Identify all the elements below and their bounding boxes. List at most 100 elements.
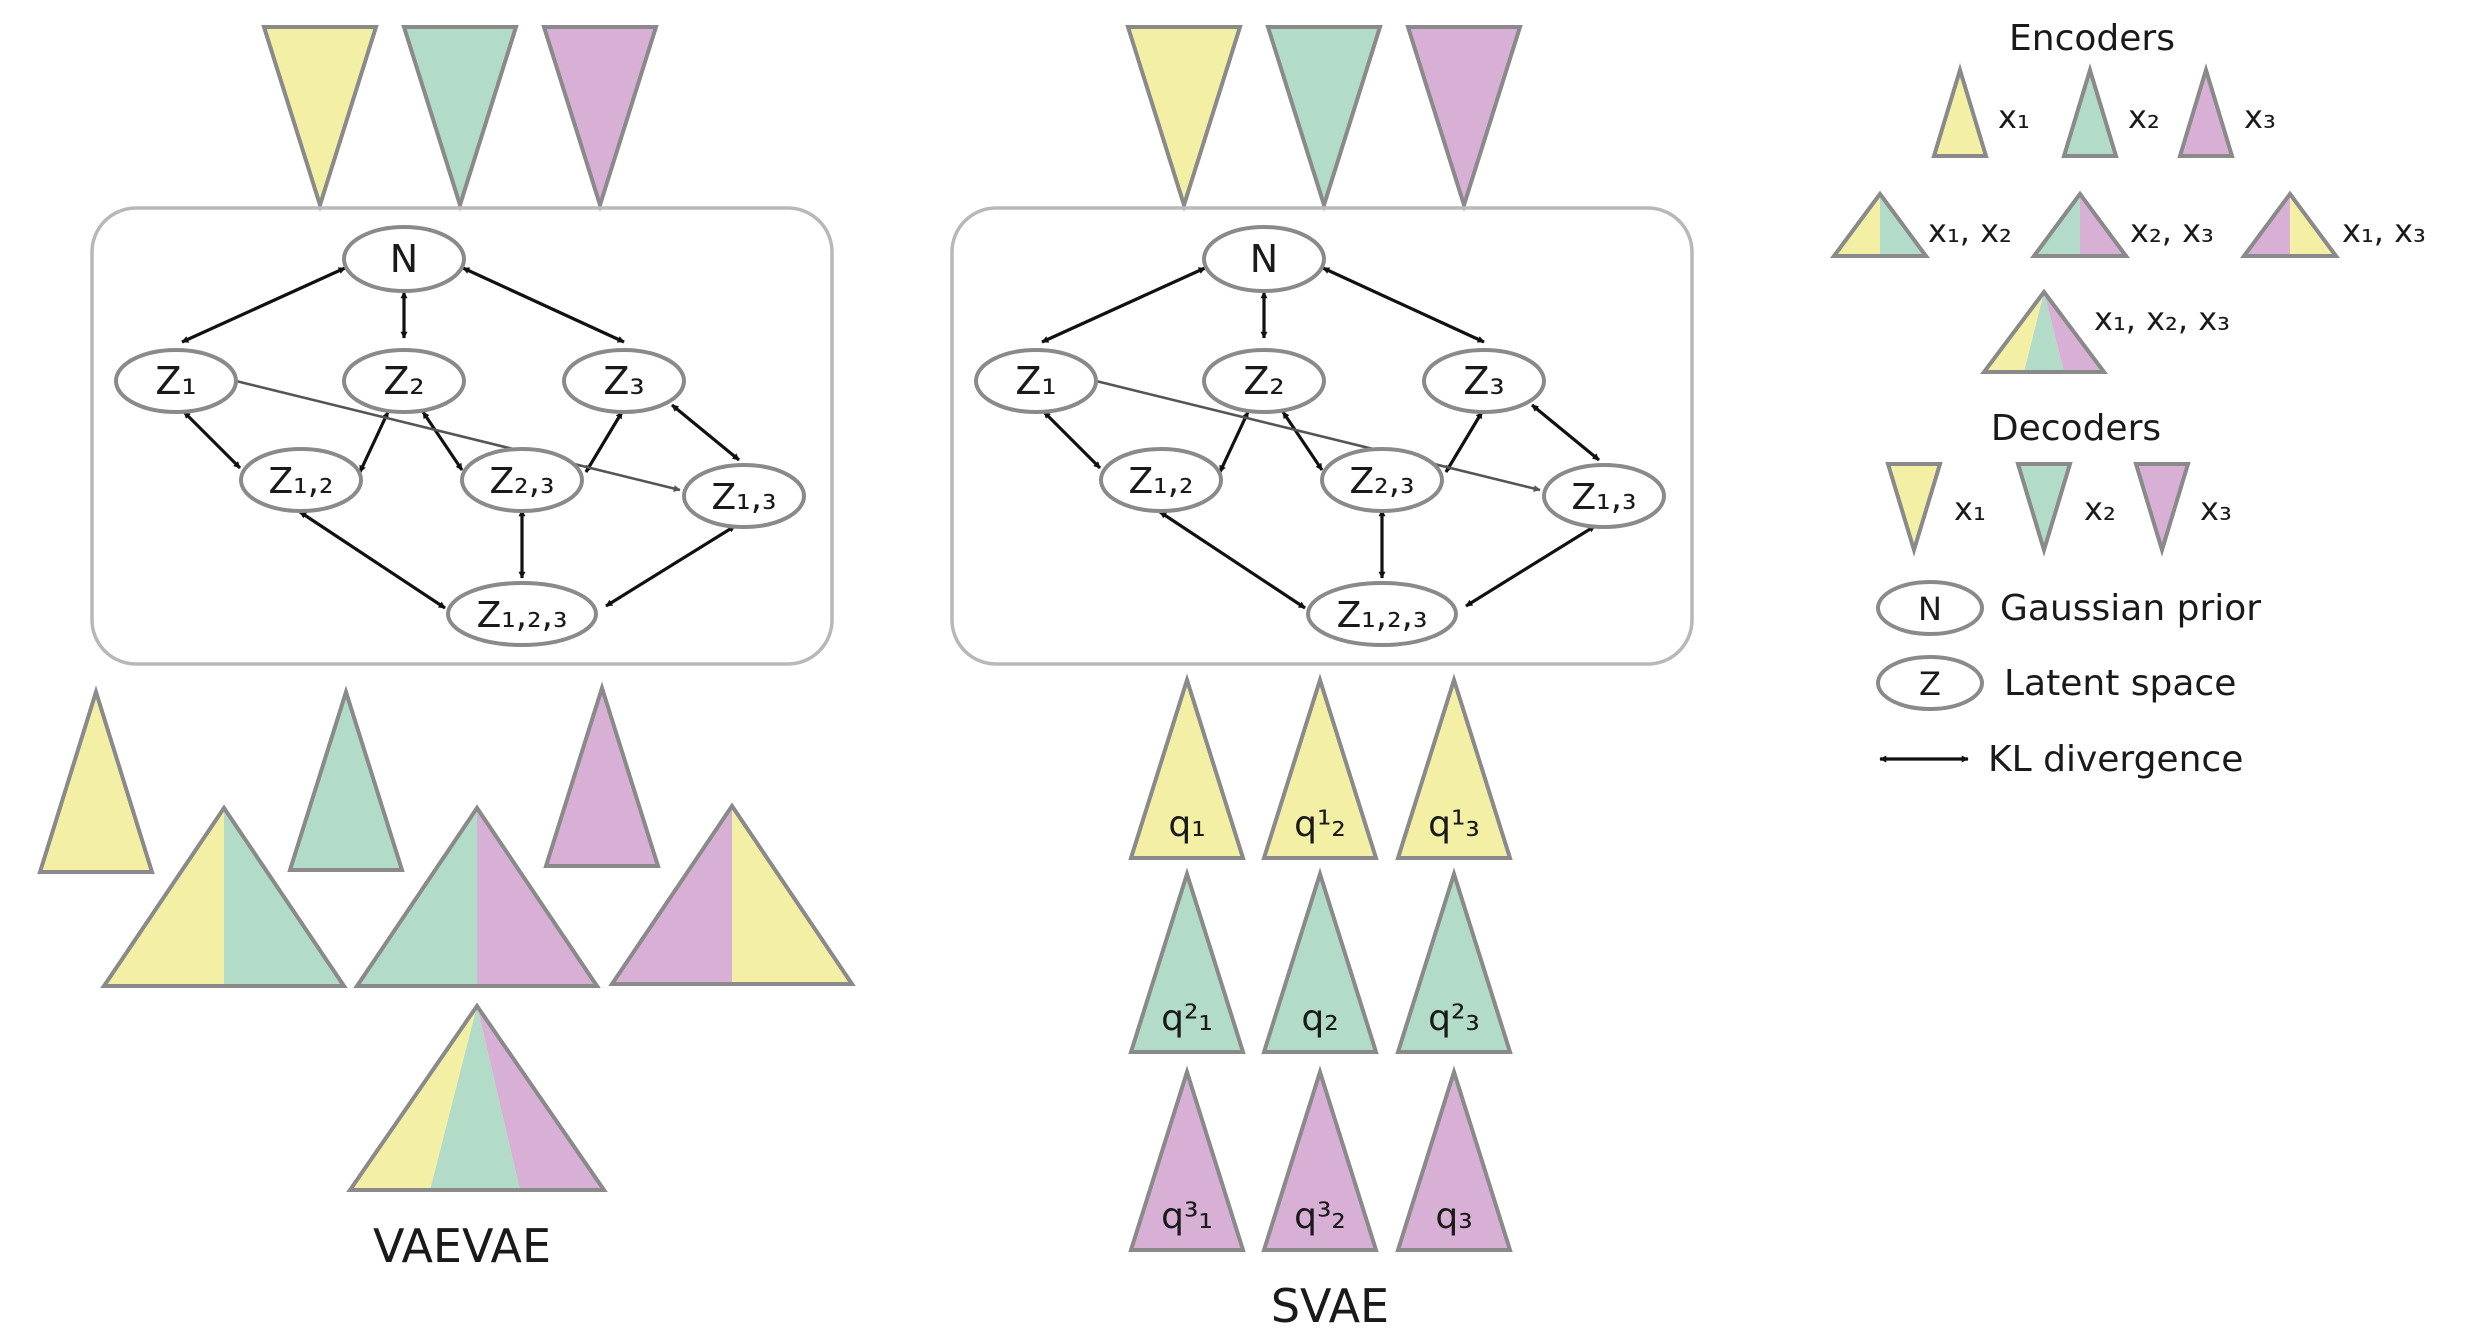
vaevae-kl-z2-z23 [421, 411, 464, 471]
legend: Encoders x₁ x₂ x₃ x₁, x₂ x₂, x₃ [1830, 18, 2426, 780]
vaevae-kl-n-z1 [181, 266, 346, 344]
vaevae-kl-z2-z12 [358, 411, 390, 473]
svae-encoder-q22: q₂ [1261, 867, 1379, 1054]
svae-encoder-q21-label: q²₁ [1161, 998, 1213, 1039]
vaevae-node-z12-label: Z₁,₂ [269, 461, 334, 502]
vaevae-node-z13: Z₁,₃ [682, 463, 806, 529]
vaevae-node-z23-label: Z₂,₃ [490, 461, 555, 502]
legend-prior-label: Gaussian prior [2000, 588, 2261, 629]
svae-node-prior-label: N [1250, 237, 1278, 281]
svae-title: SVAE [1271, 1279, 1389, 1333]
svae-node-z12-label: Z₁,₂ [1129, 461, 1194, 502]
vaevae-node-prior: N [342, 225, 466, 293]
legend-encoder-x1x2: x₁, x₂ [1830, 190, 2012, 258]
vaevae-kl-z3-z23 [584, 411, 624, 473]
vaevae-encoder-x2 [287, 685, 405, 872]
legend-encoder-x1: x₁ [1931, 63, 2030, 158]
svae-encoder-q13-label: q¹₃ [1428, 804, 1480, 845]
legend-prior-symbol: N [1918, 590, 1942, 628]
vaevae-node-z2: Z₂ [342, 348, 466, 414]
svae-node-prior: N [1202, 225, 1326, 293]
legend-kl-label: KL divergence [1988, 739, 2243, 780]
svae-encoder-q23: q²₃ [1395, 867, 1513, 1054]
svae-node-z13-label: Z₁,₃ [1572, 477, 1637, 518]
legend-decoder-x3: x₃ [2133, 462, 2232, 557]
vaevae-node-prior-label: N [390, 237, 418, 281]
legend-latent: Z Latent space [1876, 655, 2236, 711]
svae-nodes: N Z₁ Z₂ Z₃ Z₁,₂ Z₂,₃ [974, 225, 1666, 647]
vaevae-kl-n-z3 [462, 266, 625, 344]
svae-kl-n-z1 [1041, 266, 1206, 344]
svae-kl-arrows [1041, 266, 1601, 610]
svae-encoder-q33: q₃ [1395, 1065, 1513, 1252]
svae-decoder-x3 [1405, 25, 1523, 212]
svae-decoder-x1 [1125, 25, 1243, 212]
svae-decoder-x2 [1265, 25, 1383, 212]
vaevae-kl-z13-z123 [605, 524, 736, 608]
svae-node-z13: Z₁,₃ [1542, 463, 1666, 529]
svae-encoder-q12-label: q¹₂ [1294, 804, 1346, 845]
svae-node-z23-label: Z₂,₃ [1350, 461, 1415, 502]
svae-kl-z13-z123 [1465, 524, 1596, 608]
svae-kl-z3-z23 [1444, 411, 1484, 473]
svae-node-z3: Z₃ [1422, 348, 1546, 414]
vaevae-node-z2-label: Z₂ [383, 359, 424, 403]
legend-encoder-x2-label: x₂ [2128, 98, 2160, 136]
vaevae-decoder-x1 [261, 25, 379, 212]
vaevae-node-z1: Z₁ [114, 348, 238, 414]
svae-decoders [1125, 25, 1523, 212]
svae-kl-z2-z12 [1218, 411, 1250, 473]
vaevae-encoders [37, 681, 856, 1192]
svae-encoder-q33-label: q₃ [1435, 1196, 1472, 1237]
legend-encoder-x1x3-label: x₁, x₃ [2342, 212, 2426, 250]
vaevae-node-z123-label: Z₁,₂,₃ [477, 595, 568, 636]
vaevae-encoder-x1 [37, 685, 155, 874]
legend-encoder-x3-label: x₃ [2244, 98, 2276, 136]
legend-latent-symbol: Z [1919, 665, 1941, 703]
vaevae-decoder-x3 [541, 25, 659, 212]
svae-kl-n-z3 [1322, 266, 1485, 344]
vaevae-latent-box [90, 206, 834, 666]
vaevae-panel: N Z₁ Z₂ Z₃ Z₁,₂ Z₂,₃ [37, 25, 856, 1273]
legend-decoder-x1: x₁ [1885, 462, 1986, 557]
svae-node-z3-label: Z₃ [1463, 359, 1504, 403]
vaevae-encoder-x1x2x3 [346, 1002, 608, 1192]
legend-decoder-x2: x₂ [2015, 462, 2116, 557]
vaevae-kl-z1-z13 [235, 379, 681, 492]
vaevae-encoder-x3 [543, 681, 661, 868]
svae-encoder-q31: q³₁ [1128, 1065, 1246, 1252]
legend-decoder-x1-label: x₁ [1954, 490, 1986, 528]
svae-kl-z12-z123 [1159, 510, 1306, 610]
vaevae-node-z12: Z₁,₂ [239, 447, 363, 513]
svae-latent-box [950, 206, 1694, 666]
vaevae-decoder-x2 [401, 25, 519, 212]
legend-encoder-x3: x₃ [2177, 63, 2276, 158]
vaevae-encoder-x2x3 [353, 804, 601, 988]
svae-encoder-q23-label: q²₃ [1428, 998, 1480, 1039]
svae-encoder-q21: q²₁ [1128, 867, 1246, 1054]
legend-prior: N Gaussian prior [1876, 580, 2261, 636]
vaevae-nodes: N Z₁ Z₂ Z₃ Z₁,₂ Z₂,₃ [114, 225, 806, 647]
svae-node-z2-label: Z₂ [1243, 359, 1284, 403]
svae-kl-z1-z13 [1095, 379, 1541, 492]
svae-panel: N Z₁ Z₂ Z₃ Z₁,₂ Z₂,₃ [950, 25, 1694, 1333]
svae-node-z1: Z₁ [974, 348, 1098, 414]
legend-encoder-x1x2-label: x₁, x₂ [1928, 212, 2012, 250]
svae-node-z2: Z₂ [1202, 348, 1326, 414]
vaevae-title: VAEVAE [373, 1219, 551, 1273]
legend-encoder-x1-label: x₁ [1998, 98, 2030, 136]
legend-latent-label: Latent space [2004, 663, 2236, 704]
svae-encoder-q13: q¹₃ [1395, 673, 1513, 860]
legend-encoder-x1x2x3: x₁, x₂, x₃ [1980, 288, 2230, 374]
svae-encoder-q11: q₁ [1128, 673, 1246, 860]
svae-kl-z3-z13 [1530, 403, 1601, 462]
svae-node-z123-label: Z₁,₂,₃ [1337, 595, 1428, 636]
legend-decoder-x2-label: x₂ [2084, 490, 2116, 528]
vaevae-node-z123: Z₁,₂,₃ [446, 581, 598, 647]
svae-node-z123: Z₁,₂,₃ [1306, 581, 1458, 647]
vaevae-encoder-x1x2 [100, 804, 348, 988]
svae-encoder-q31-label: q³₁ [1161, 1196, 1213, 1237]
legend-encoder-x2x3: x₂, x₃ [2030, 190, 2214, 258]
vaevae-kl-arrows [181, 266, 741, 610]
